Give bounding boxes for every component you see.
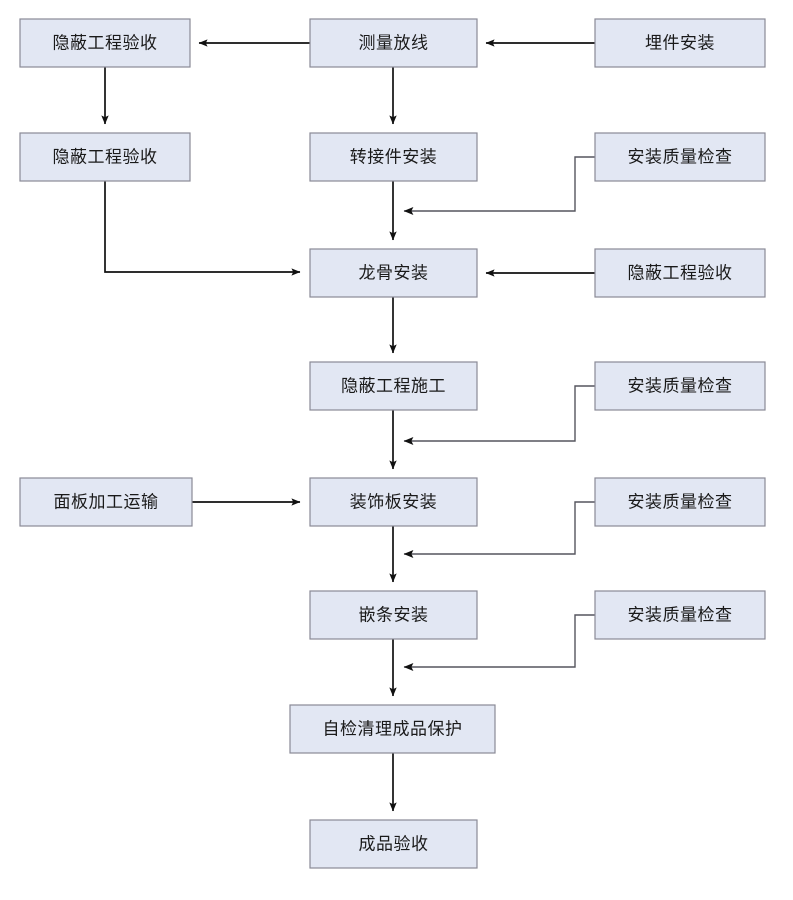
node-label: 埋件安装: [645, 33, 715, 52]
node-label: 装饰板安装: [350, 492, 438, 511]
node-label: 自检清理成品保护: [323, 719, 463, 738]
node-decorative-panel-install[interactable]: 装饰板安装: [309, 477, 478, 527]
node-concealed-accept-1[interactable]: 隐蔽工程验收: [19, 18, 191, 68]
node-label: 安装质量检查: [628, 492, 733, 511]
edge-quality-check-1-elbow: [403, 156, 595, 216]
node-trim-strip-install[interactable]: 嵌条安装: [309, 590, 478, 640]
node-concealed-accept-3[interactable]: 隐蔽工程验收: [594, 248, 766, 298]
node-label: 隐蔽工程验收: [53, 33, 158, 52]
node-label: 嵌条安装: [359, 605, 429, 624]
node-quality-check-3[interactable]: 安装质量检查: [594, 477, 766, 527]
node-label: 成品验收: [359, 834, 429, 853]
node-survey-layout[interactable]: 测量放线: [309, 18, 478, 68]
node-keel-install[interactable]: 龙骨安装: [309, 248, 478, 298]
node-label: 安装质量检查: [628, 605, 733, 624]
node-label: 安装质量检查: [628, 376, 733, 395]
node-quality-check-1[interactable]: 安装质量检查: [594, 132, 766, 182]
node-label: 转接件安装: [350, 147, 438, 166]
node-concealed-accept-2[interactable]: 隐蔽工程验收: [19, 132, 191, 182]
node-adapter-install[interactable]: 转接件安装: [309, 132, 478, 182]
node-concealed-work[interactable]: 隐蔽工程施工: [309, 361, 478, 411]
edge-quality-check-3-elbow: [403, 501, 595, 559]
node-self-check-clean-protect[interactable]: 自检清理成品保护: [289, 704, 496, 754]
edge-concealed-accept-2-to-keel: [104, 181, 301, 276]
edge-quality-check-4-elbow: [403, 614, 595, 672]
node-embedded-part-install[interactable]: 埋件安装: [594, 18, 766, 68]
node-final-product-acceptance[interactable]: 成品验收: [309, 819, 478, 869]
node-label: 面板加工运输: [54, 492, 159, 511]
node-panel-fabrication-transport[interactable]: 面板加工运输: [19, 477, 193, 527]
node-label: 隐蔽工程施工: [341, 376, 446, 395]
edge-layer: [101, 39, 595, 812]
edge-quality-check-2-elbow: [403, 385, 595, 446]
node-layer: 隐蔽工程验收 测量放线 埋件安装 隐蔽工程验收 转接件安装 安装质量检查: [19, 18, 766, 869]
node-quality-check-2[interactable]: 安装质量检查: [594, 361, 766, 411]
node-quality-check-4[interactable]: 安装质量检查: [594, 590, 766, 640]
node-label: 隐蔽工程验收: [53, 147, 158, 166]
node-label: 安装质量检查: [628, 147, 733, 166]
node-label: 龙骨安装: [359, 263, 429, 282]
node-label: 隐蔽工程验收: [628, 263, 733, 282]
node-label: 测量放线: [359, 33, 429, 52]
